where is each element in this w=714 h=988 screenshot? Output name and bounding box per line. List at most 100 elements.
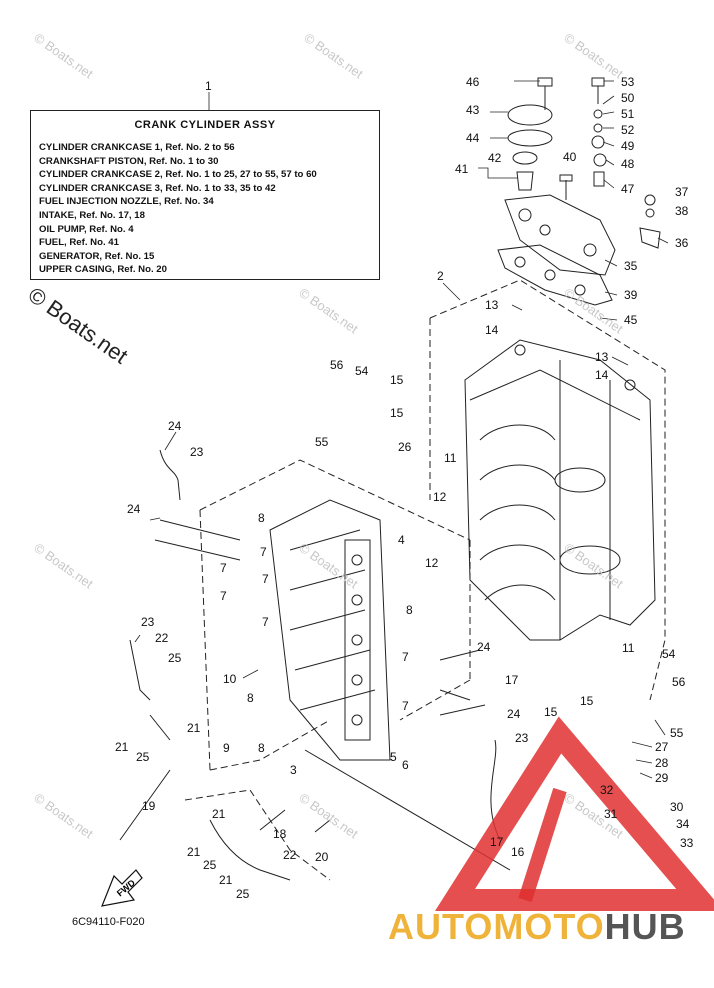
- callout: 38: [675, 204, 689, 218]
- legend-line: GENERATOR, Ref. No. 15: [39, 250, 155, 262]
- assembly-legend: CRANK CYLINDER ASSY CYLINDER CRANKCASE 1…: [30, 110, 380, 280]
- callout: 54: [355, 364, 369, 378]
- callout: 24: [477, 640, 491, 654]
- small-parts-stack: [559, 77, 607, 200]
- callout: 25: [203, 858, 217, 872]
- legend-line: CYLINDER CRANKCASE 1, Ref. No. 2 to 56: [39, 142, 235, 153]
- callout: 9: [223, 741, 230, 755]
- callout: 2: [437, 269, 444, 283]
- callout: 21: [219, 873, 233, 887]
- callout: 28: [655, 756, 669, 770]
- callout: 12: [425, 556, 439, 570]
- callout: 20: [315, 850, 329, 864]
- anode-bracket: [639, 194, 661, 249]
- legend-line: CRANKSHAFT PISTON, Ref. No. 1 to 30: [39, 155, 219, 167]
- callout: 10: [223, 672, 237, 686]
- legend-line: FUEL INJECTION NOZZLE, Ref. No. 34: [39, 196, 214, 208]
- callout: 15: [390, 406, 404, 420]
- callout: 21: [212, 807, 226, 821]
- brand-part2: HUB: [604, 906, 686, 947]
- callout: 54: [662, 647, 676, 661]
- legend-ref-number: 1: [205, 79, 212, 93]
- callout: 37: [675, 185, 689, 199]
- callout: 49: [621, 139, 635, 153]
- callout: 13: [485, 298, 499, 312]
- callout: 12: [433, 490, 447, 504]
- callout: 22: [283, 848, 297, 862]
- callout: 27: [655, 740, 669, 754]
- callout: 8: [406, 603, 413, 617]
- callout: 7: [262, 572, 269, 586]
- callout: 34: [676, 817, 690, 831]
- automotohub-brand: AUTOMOTOHUB: [388, 906, 686, 948]
- callout: 41: [455, 162, 469, 176]
- assembly-boundary-lines: [184, 279, 666, 881]
- callout: 15: [580, 694, 594, 708]
- callout: 7: [220, 589, 227, 603]
- thermostat-cover: [507, 77, 553, 191]
- callout: 26: [398, 440, 412, 454]
- callout: 7: [402, 699, 409, 713]
- callout: 8: [258, 511, 265, 525]
- callout: 7: [262, 615, 269, 629]
- callout: 35: [624, 259, 638, 273]
- legend-line: FUEL, Ref. No. 41: [39, 237, 119, 249]
- callout: 23: [141, 615, 155, 629]
- callout: 21: [115, 740, 129, 754]
- callout: 45: [624, 313, 638, 327]
- callout: 23: [515, 731, 529, 745]
- callout: 44: [466, 131, 480, 145]
- callout: 29: [655, 771, 669, 785]
- legend-line: UPPER CASING, Ref. No. 20: [39, 264, 167, 276]
- callout: 15: [390, 373, 404, 387]
- callout: 7: [220, 561, 227, 575]
- automotohub-logo-mark: [434, 716, 714, 911]
- callout: 24: [127, 502, 141, 516]
- callout: 8: [247, 691, 254, 705]
- callout: 55: [315, 435, 329, 449]
- crankcase-cover: [269, 499, 391, 761]
- leader-lines: [134, 80, 669, 779]
- callout: 48: [621, 157, 635, 171]
- callout: 11: [622, 641, 635, 655]
- callout: 50: [621, 91, 635, 105]
- callout: 25: [236, 887, 250, 901]
- callout: 5: [390, 750, 397, 764]
- callout: 33: [680, 836, 694, 850]
- callout: 32: [600, 783, 614, 797]
- callout: 23: [190, 445, 204, 459]
- legend-line: INTAKE, Ref. No. 17, 18: [39, 209, 145, 221]
- callout: 39: [624, 288, 638, 302]
- callout: 17: [505, 673, 519, 687]
- callout: 56: [672, 675, 686, 689]
- callout: 25: [168, 651, 182, 665]
- legend-line: OIL PUMP, Ref. No. 4: [39, 223, 134, 235]
- callout: 8: [258, 741, 265, 755]
- callout: 16: [511, 845, 525, 859]
- legend-title: CRANK CYLINDER ASSY: [134, 119, 276, 131]
- callout: 13: [595, 350, 609, 364]
- callout: 52: [621, 123, 635, 137]
- callout: 43: [466, 103, 480, 117]
- callout: 51: [621, 107, 635, 121]
- callout: 24: [168, 419, 182, 433]
- callout: 4: [398, 533, 405, 547]
- callout: 25: [136, 750, 150, 764]
- legend-line: CYLINDER CRANKCASE 3, Ref. No. 1 to 33, …: [39, 182, 276, 194]
- callout: 3: [290, 763, 297, 777]
- callout: 21: [187, 721, 201, 735]
- callout: 24: [507, 707, 521, 721]
- callout: 7: [402, 650, 409, 664]
- legend-line: CYLINDER CRANKCASE 2, Ref. No. 1 to 25, …: [39, 169, 317, 181]
- callout: 7: [260, 545, 267, 559]
- callout: 47: [621, 182, 635, 196]
- figure-code: 6C94110-F020: [72, 916, 145, 928]
- callout: 55: [670, 726, 684, 740]
- callout: 18: [273, 827, 287, 841]
- callout: 40: [563, 150, 577, 164]
- callout: 11: [444, 451, 457, 465]
- callout: 36: [675, 236, 689, 250]
- brand-part1: AUTOMOTO: [388, 906, 605, 947]
- fwd-arrow-icon: FWD: [101, 869, 143, 907]
